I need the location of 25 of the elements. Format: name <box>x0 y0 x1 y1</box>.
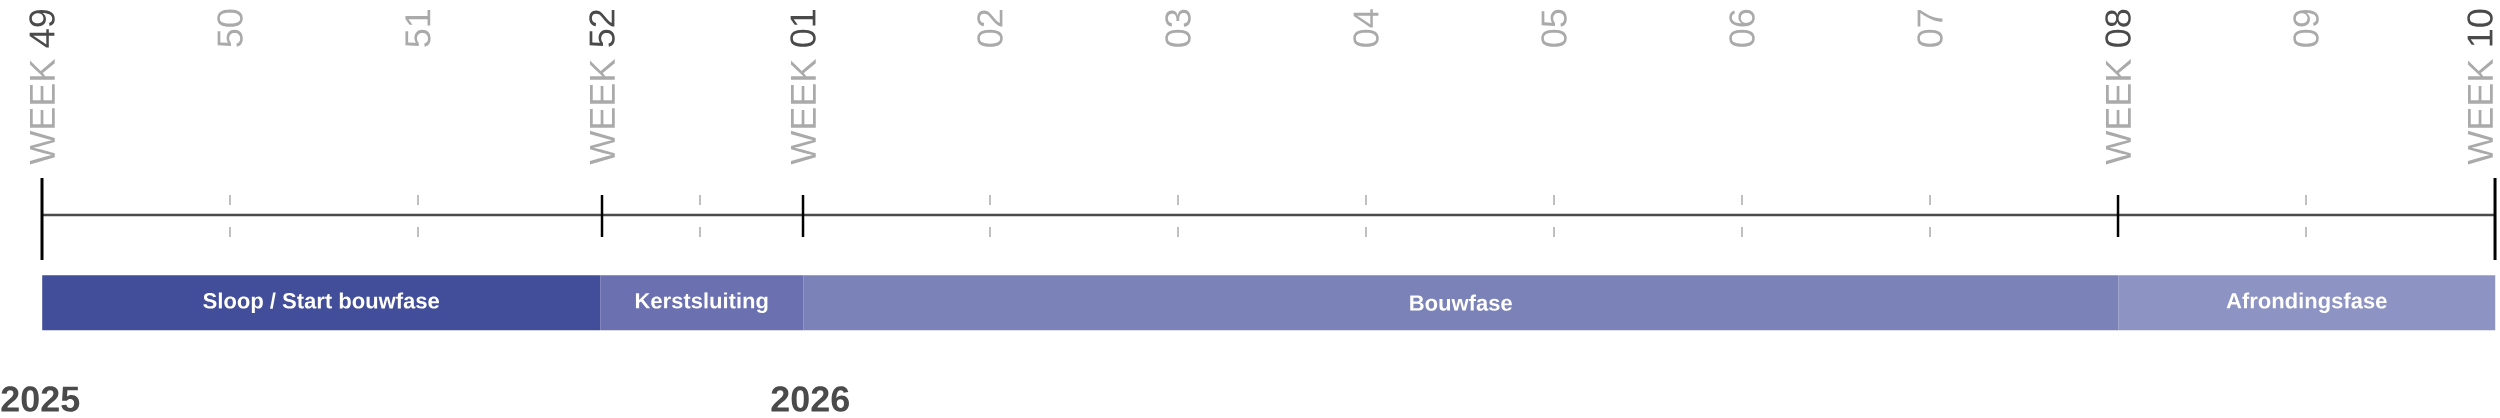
week-number: 01 <box>790 9 816 47</box>
year-label: 2025 <box>1 386 80 412</box>
week-number: 08 <box>2105 9 2131 47</box>
week-number: 03 <box>1165 9 1191 47</box>
week-label: WEEK <box>791 59 816 165</box>
week-number: 07 <box>1917 10 1943 47</box>
week-label: WEEK <box>2468 59 2493 165</box>
week-label: WEEK <box>590 59 615 165</box>
week-number: 09 <box>2293 9 2319 47</box>
phase-bar: Bouwfase <box>803 275 2119 331</box>
week-number: 49 <box>29 9 55 48</box>
week-number: 10 <box>2467 9 2493 46</box>
week-number: 06 <box>1729 9 1755 47</box>
week-label: WEEK <box>30 59 55 165</box>
phase-bar: Kerstsluiting <box>600 275 804 331</box>
week-number: 05 <box>1541 9 1567 47</box>
week-number: 04 <box>1353 9 1379 47</box>
year-label: 2026 <box>771 386 849 412</box>
week-label: WEEK <box>2106 59 2131 165</box>
week-number: 52 <box>589 10 615 47</box>
week-number: 02 <box>977 10 1003 47</box>
week-number: 50 <box>217 9 243 47</box>
phase-bar: Afrondingsfase <box>2118 275 2496 331</box>
phase-bar: Sloop / Start bouwfase <box>42 275 601 331</box>
week-number: 51 <box>405 9 431 47</box>
